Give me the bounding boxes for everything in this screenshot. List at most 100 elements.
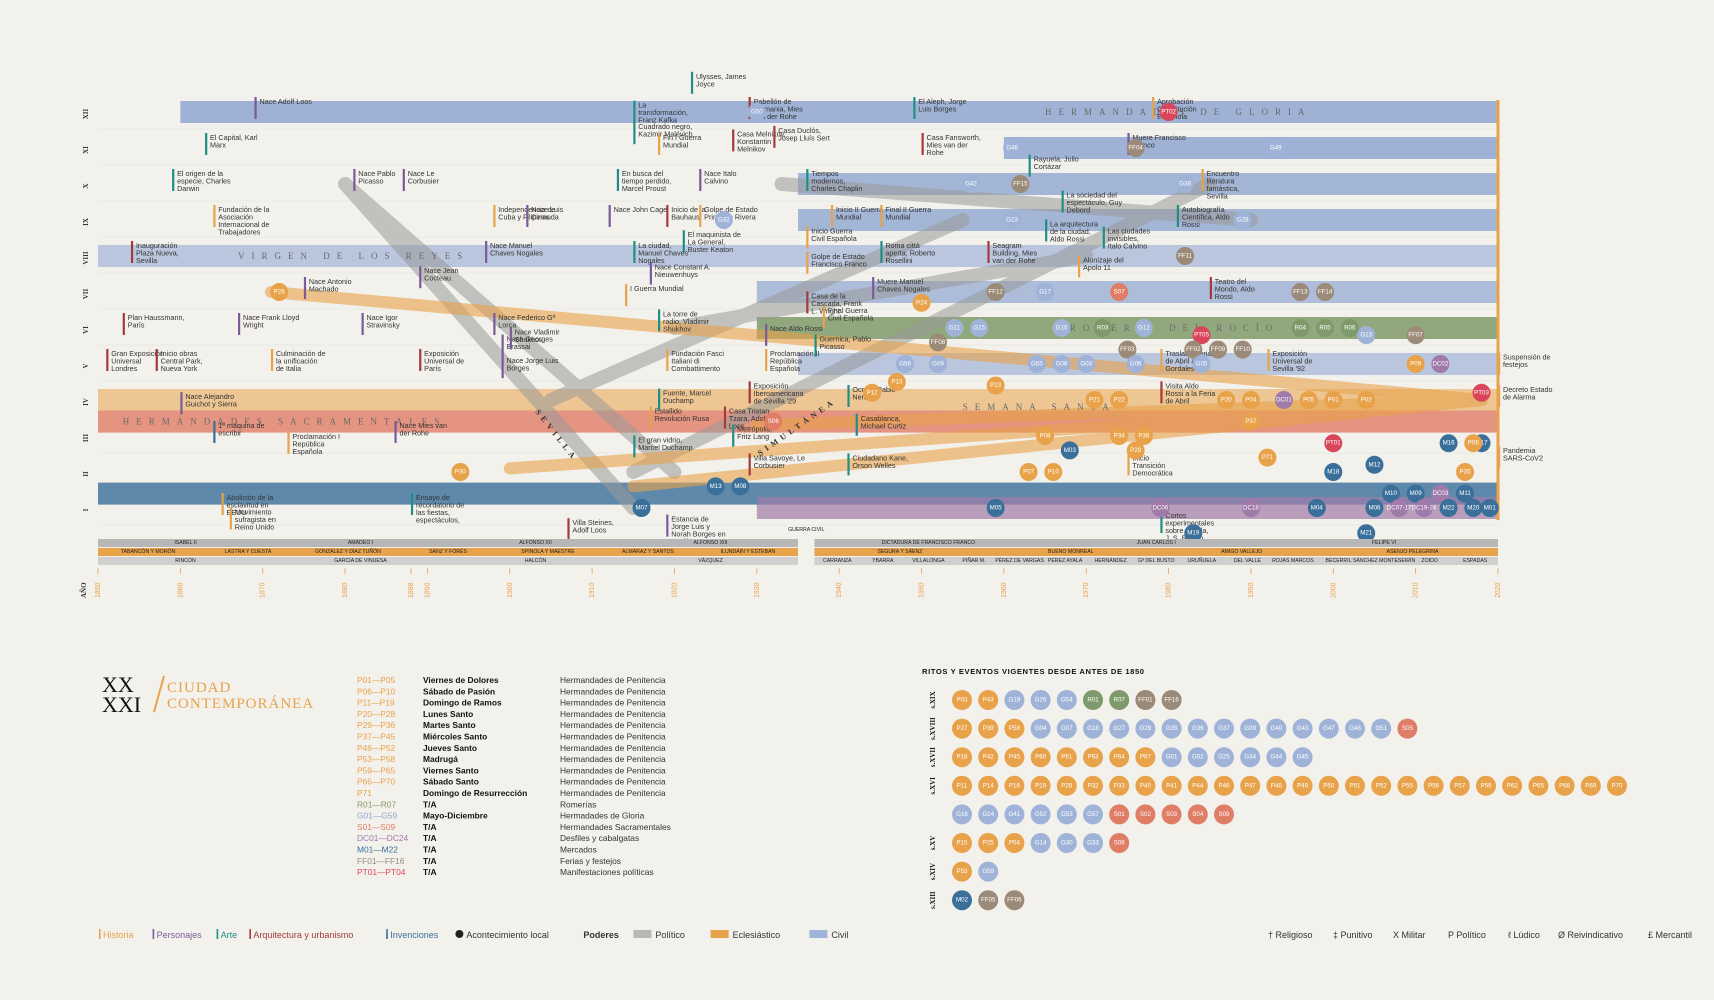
event-text: Civil Española: [828, 313, 874, 322]
event-tick: [1152, 97, 1155, 119]
event-tick: [419, 349, 422, 371]
ruler-mayor2: URUÑUELA: [1188, 557, 1217, 564]
rite-code: FF05: [981, 897, 996, 904]
event-dot: [1052, 319, 1071, 337]
rite-code: G41: [1009, 811, 1021, 818]
rite-item: P45: [1004, 747, 1025, 768]
event-circle: DC02: [1431, 355, 1450, 373]
event-label: I Guerra Mundial: [625, 284, 684, 307]
event-text: Las ciudades: [1108, 227, 1151, 236]
legend-desc: Hermandades de Penitencia: [560, 720, 666, 730]
event-text: Nace Italo: [704, 169, 736, 178]
rite-dot: [1056, 833, 1077, 853]
event-text: de Abril a los: [1165, 357, 1207, 366]
event-label: Nace Constant A.Nieuwenhuys: [649, 262, 711, 285]
rite-item: P50: [1318, 775, 1339, 796]
rite-dot: [1161, 775, 1182, 796]
rite-item: G39: [1240, 718, 1261, 739]
event-code: G28: [1237, 217, 1249, 224]
event-text: Rayuela, Julio: [1034, 155, 1079, 164]
rite-code: P67: [1140, 754, 1152, 761]
event-text: Shukhov: [515, 335, 543, 344]
event-circle: DC19-24: [1411, 499, 1437, 517]
event-text: Franz Kafka: [638, 116, 677, 125]
event-label: Villa Steines,Adolf Loos: [567, 518, 614, 541]
event-tick: [658, 309, 661, 332]
rite-item: P47: [1240, 775, 1261, 796]
event-label: Casa Duclós,Josep Lluís Sert: [773, 125, 830, 148]
event-circle: M06: [1365, 499, 1384, 517]
rite-dot: [1083, 775, 1103, 796]
ruler-mayor2: RINCÓN: [175, 557, 196, 564]
event-circle: P20: [1217, 391, 1236, 409]
event-tick: [1498, 352, 1501, 375]
event-text: Cortázar: [1034, 162, 1062, 171]
event-dot: [1019, 463, 1038, 481]
event-text: Estallido: [655, 407, 682, 416]
title-sub2: CONTEMPORÁNEA: [167, 695, 314, 712]
rite-code: P65: [1533, 782, 1545, 789]
rite-code: FF06: [1007, 897, 1022, 904]
rite-code: P60: [1035, 754, 1047, 761]
month-label-VII: VII: [82, 288, 90, 299]
rite-item: R01: [1083, 690, 1103, 710]
event-tick: [633, 100, 636, 123]
footer-pod: Eclesiástico: [733, 930, 781, 940]
event-tick: [1498, 385, 1501, 407]
event-code: M21: [1360, 530, 1373, 537]
event-circle: R03: [1093, 319, 1112, 337]
event-text: Nace Manuel: [490, 241, 533, 250]
event-code: G03: [1080, 361, 1092, 368]
month-label-III: III: [82, 434, 90, 442]
rites-century: s.XVII: [929, 747, 937, 767]
event-text: Nace Adolf Loos: [259, 97, 312, 106]
event-label: El gran vidrio,Marcel Duchamp: [633, 435, 693, 458]
event-tick: [633, 122, 636, 145]
rite-code: P39: [983, 725, 995, 732]
event-text: Plaza Nueva,: [136, 249, 179, 258]
rites-century: s.XIV: [929, 863, 937, 880]
event-tick: [567, 518, 570, 541]
event-code: M08: [734, 483, 747, 490]
event-text: Estancia de: [671, 515, 709, 524]
rite-dot: [1109, 775, 1130, 796]
legend-day: Miércoles Santo: [423, 732, 487, 742]
event-tick: [501, 356, 504, 379]
event-dot: [1456, 484, 1475, 503]
year-label: 1850: [95, 582, 102, 598]
footer-cat-tick: [249, 929, 251, 939]
rite-item: P15: [952, 833, 972, 853]
event-circle: R04: [1291, 319, 1310, 337]
event-code: FF07: [1408, 332, 1423, 339]
event-code: PT05: [1194, 332, 1209, 339]
event-circle: P12: [863, 383, 882, 402]
event-text: Exposición: [424, 349, 459, 358]
event-code: FF10: [1235, 346, 1250, 353]
rite-item: P63: [1083, 747, 1103, 768]
event-code: G50: [751, 109, 763, 116]
event-circle: DC18: [1241, 499, 1260, 517]
ruler-monarch: ALFONSO XII: [519, 540, 552, 546]
event-tick: [732, 129, 735, 152]
rite-dot: [1083, 718, 1103, 739]
event-text: Apolo 11: [1083, 263, 1111, 272]
event-tick: [172, 169, 175, 191]
event-label: Cuadrado negro,Kazimir Malévich: [633, 122, 693, 145]
rite-code: P33: [1114, 782, 1126, 789]
event-dot: [1052, 355, 1071, 373]
event-dot: [1093, 319, 1112, 337]
event-text: El Aleph, Jorge: [918, 97, 966, 106]
event-text: Cuadrado negro,: [638, 122, 692, 131]
event-text: las fiestas,: [416, 508, 450, 517]
event-dot: [1209, 340, 1227, 359]
event-text: van der Rohe: [992, 256, 1035, 265]
event-code: G06: [1130, 361, 1142, 368]
rite-dot: [1109, 718, 1130, 739]
rite-code: G47: [1323, 725, 1335, 732]
